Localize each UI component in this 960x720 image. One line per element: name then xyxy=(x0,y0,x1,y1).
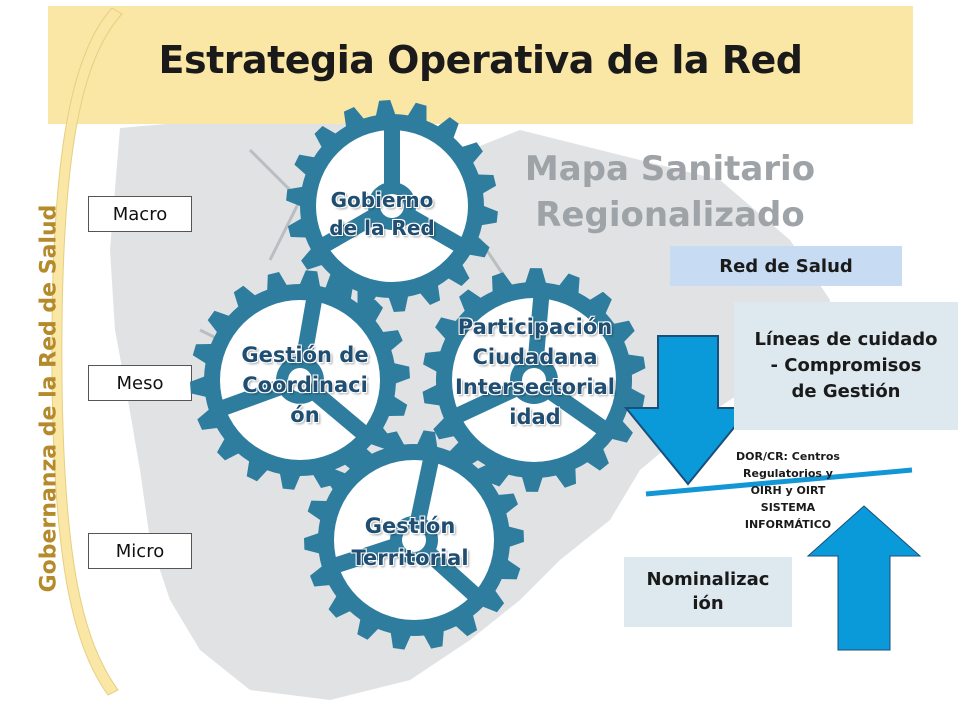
lineas-cuidado-box: Líneas de cuidado - Compromisos de Gesti… xyxy=(734,302,958,430)
gear-label-coordinacion: Gestión de Coordinaci ón xyxy=(241,343,369,427)
map-title-line-1: Mapa Sanitario xyxy=(524,149,816,189)
gear-label-territorial: Gestión Territorial xyxy=(351,514,469,570)
down-arrow xyxy=(623,335,753,486)
up-arrow xyxy=(806,505,922,651)
map-title: Mapa Sanitario Regionalizado xyxy=(520,146,820,238)
gear-participacion xyxy=(422,268,646,492)
level-macro: Macro xyxy=(88,196,192,232)
gear-gobierno xyxy=(286,100,498,312)
title-banner xyxy=(48,6,913,124)
red-de-salud-box: Red de Salud xyxy=(670,246,902,286)
nominalizacion-box: Nominalizac ión xyxy=(624,557,792,627)
gear-label-participacion: Participación Ciudadana Intersectorial i… xyxy=(455,315,615,429)
slide-title: Estrategia Operativa de la Red xyxy=(158,38,804,82)
gear-coordinacion xyxy=(190,270,410,490)
gear-label-gobierno: Gobierno de la Red xyxy=(329,188,435,240)
level-micro: Micro xyxy=(88,533,192,569)
divider-line xyxy=(645,467,913,497)
map-title-line-2: Regionalizado xyxy=(535,195,805,235)
gear-territorial xyxy=(304,430,524,650)
dor-cr-text: DOR/CR: Centros Regulatorios y OIRH y OI… xyxy=(736,449,840,531)
level-meso: Meso xyxy=(88,365,192,401)
